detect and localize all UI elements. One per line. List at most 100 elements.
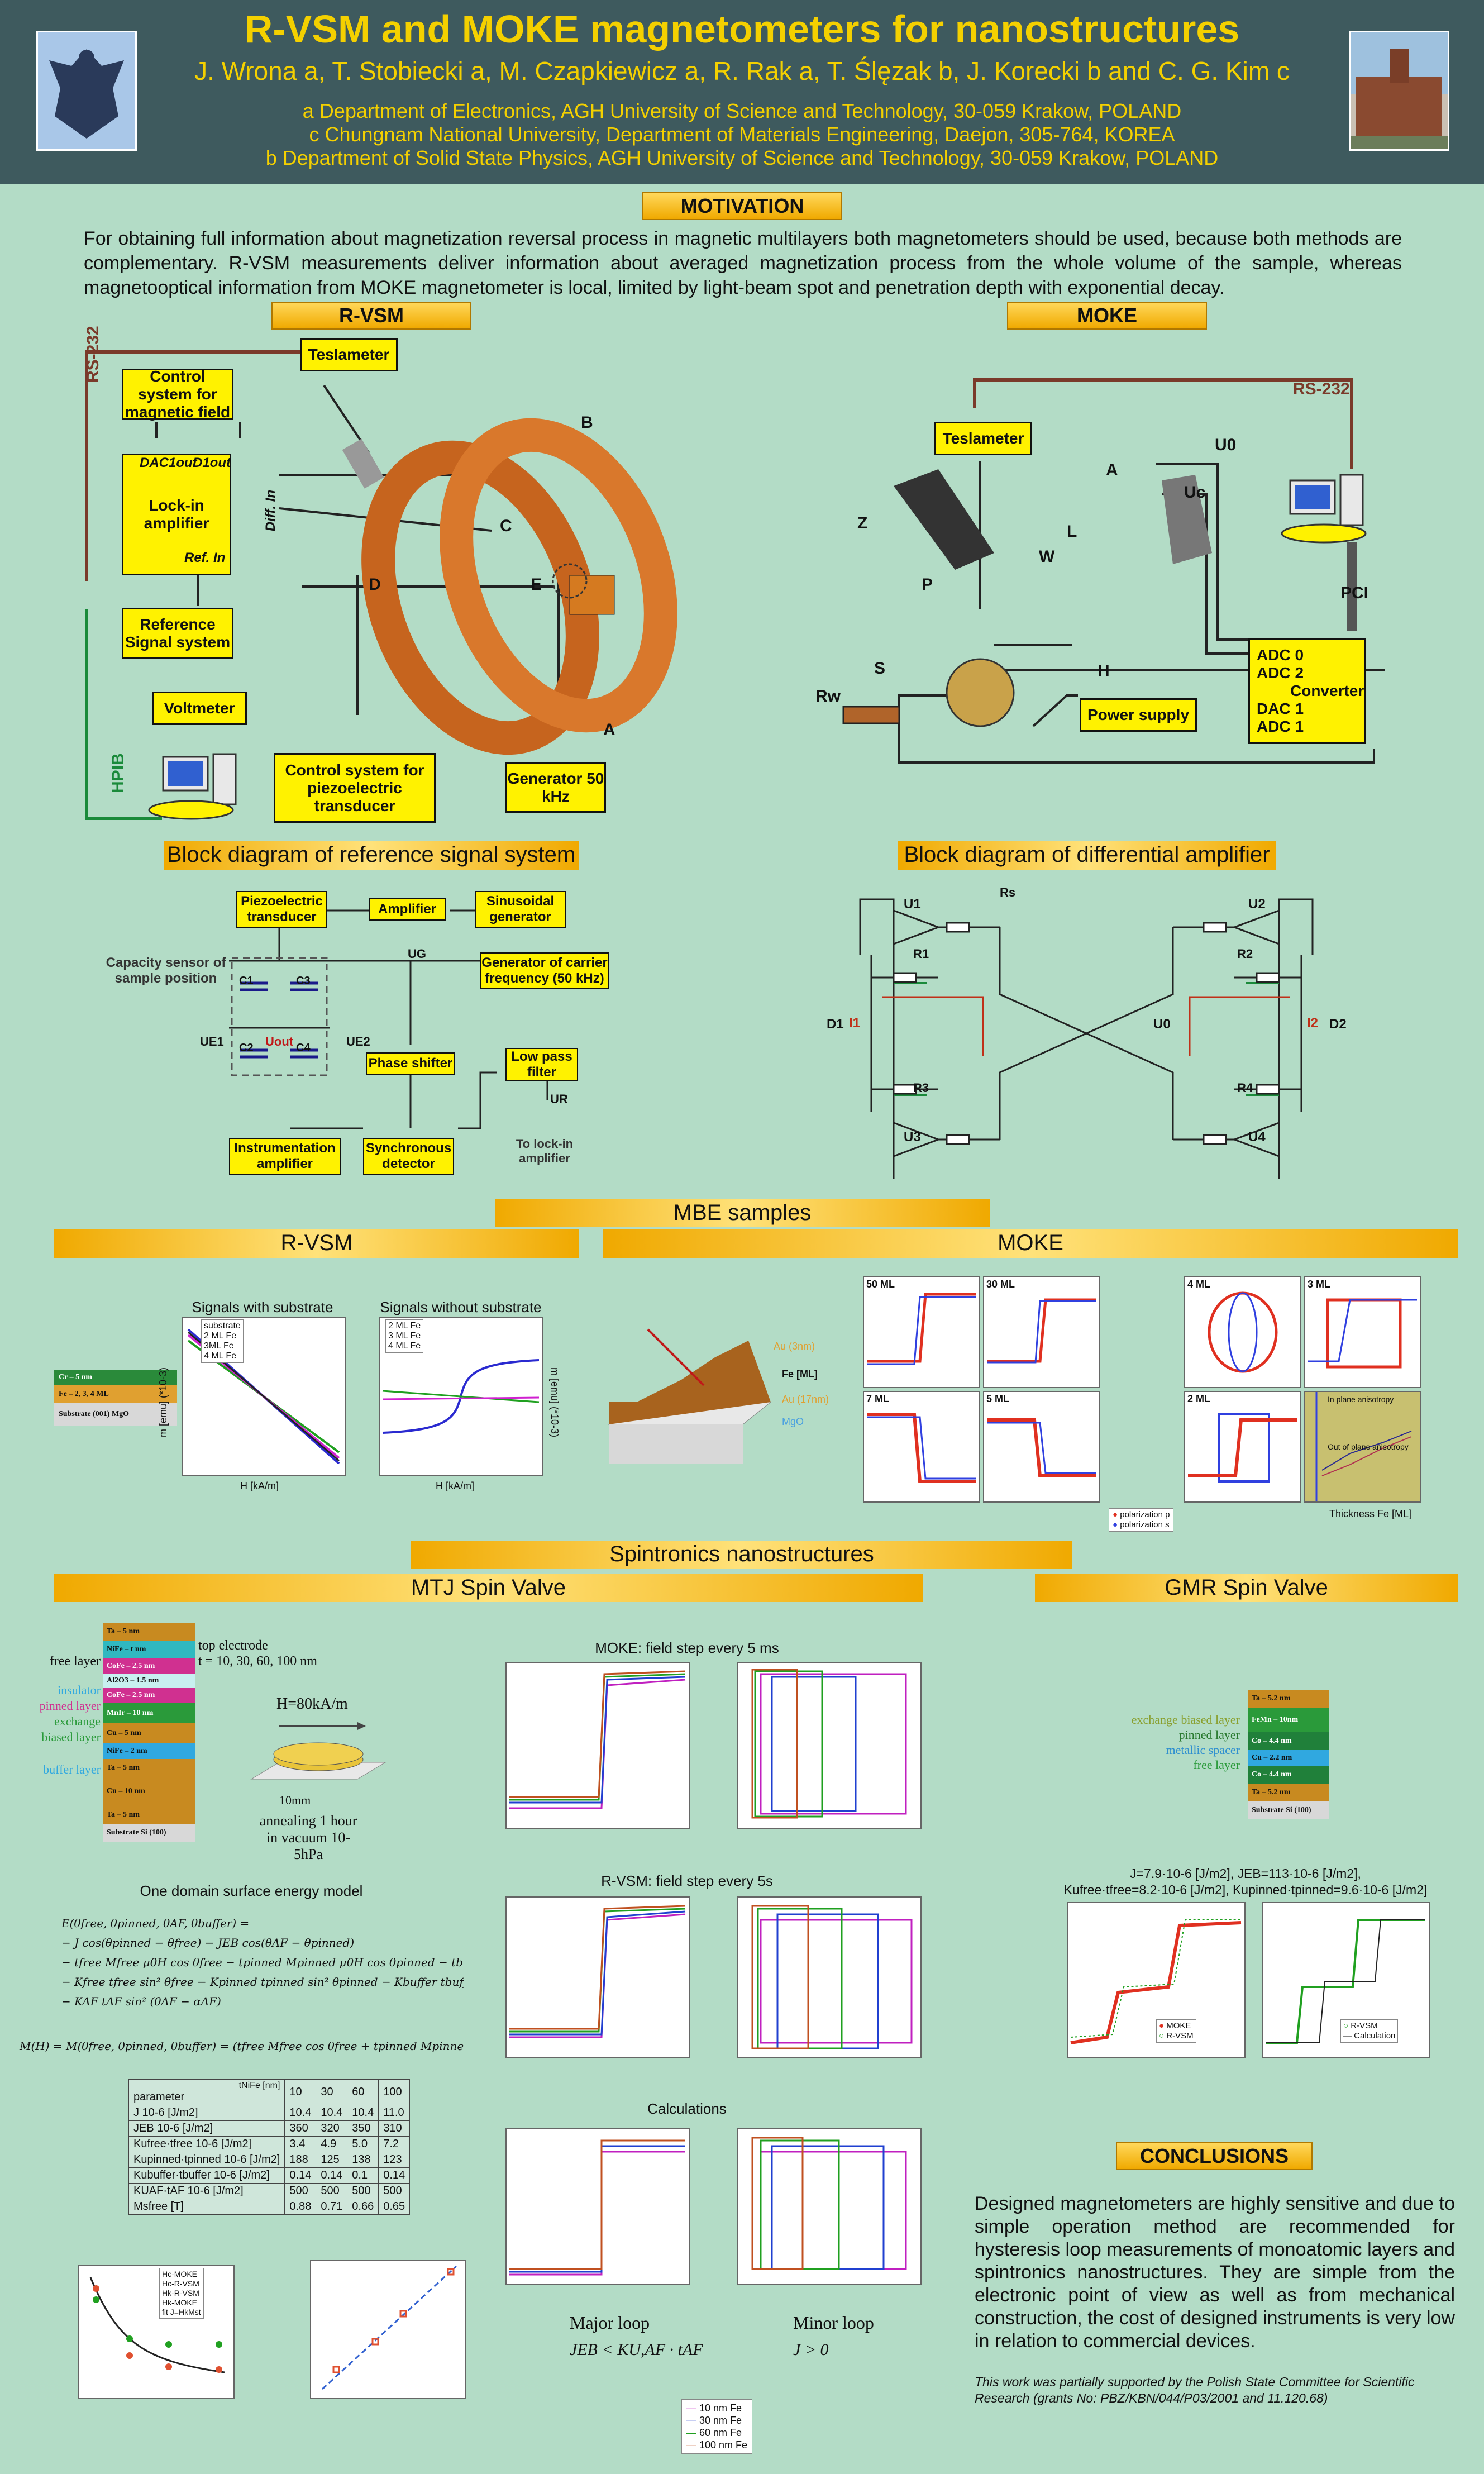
mtj-layer-ta-bottom: Ta – 5 nm [103,1806,195,1824]
thickness-note: t = 10, 30, 60, 100 nm [198,1654,317,1669]
thickness-axis-label: Thickness Fe [ML] [1329,1508,1412,1519]
mtj-layer-ta-mid: Ta – 5 nm [103,1759,195,1777]
gmr-layer-co-free: Co – 4.4 nm [1248,1766,1329,1784]
legend-30nm: ― 30 nm Fe [686,2415,742,2426]
energy-model-title: One domain surface energy model [140,1882,363,1899]
label-e: E [531,575,542,594]
sinusoidal-generator-box: Sinusoidal generator [475,891,566,928]
legend2-3ml: 3 ML Fe [388,1331,421,1341]
moke-panel-50ml: 50 ML [863,1276,980,1388]
mtj-layer-cofe-top: CoFe – 2.5 nm [103,1658,195,1674]
differential-amplifier-diagram [859,898,1314,1179]
lockin-label: Lock-in amplifier [144,497,209,532]
instrumentation-amplifier-box: Instrumentation amplifier [229,1138,341,1175]
d1out-label: D1out [193,455,231,470]
parameter-table: tNiFe [nm]parameter 10 30 60 100 J 10-6 … [128,2079,411,2215]
c3-label: C3 [296,975,311,987]
affiliation-a: a Department of Electronics, AGH Univers… [302,99,1182,122]
moke-wiring [842,378,1385,764]
r3-label: R3 [913,1081,929,1095]
table-col-10: 10 [284,2079,317,2105]
hsat-vs-dmax-chart [310,2260,466,2399]
mtj-calc-minor-loop [737,2128,922,2285]
dac-label: DAC1out [140,455,197,470]
u0-label: U0 [1215,436,1237,454]
panel-5ml-label: 5 ML [986,1393,1010,1404]
mtj-layer-mnir: MnIr – 10 nm [103,1703,195,1723]
label-a: A [603,721,615,739]
legend-100nm: ― 100 nm Fe [686,2439,748,2451]
label-d: D [369,575,381,594]
moke-panel-5ml: 5 ML [983,1391,1100,1503]
table-col-100: 100 [378,2079,411,2105]
svg-text:M(H) = M(θfree, θpinned, θbuff: M(H) = M(θfree, θpinned, θbuffer) = (tfr… [19,2039,464,2053]
u1-label: U1 [904,897,921,912]
stack-layer-cr: Cr – 5 nm [54,1370,177,1385]
poster-title: R-VSM and MOKE magnetometers for nanostr… [244,7,1240,51]
legend-hk-moke: Hk-MOKE [162,2298,197,2307]
ue2-label: UE2 [346,1035,370,1048]
motivation-heading: MOTIVATION [642,192,842,220]
affiliation-c: c Chungnam National University, Departme… [309,123,1175,146]
gmr-layer-co-pinned: Co – 4.4 nm [1248,1732,1329,1750]
panel-2ml-label: 2 ML [1187,1393,1211,1404]
gmr-heading: GMR Spin Valve [1035,1574,1458,1602]
conclusions-heading: CONCLUSIONS [1116,2142,1313,2170]
legend-gmr-moke: ● MOKE [1159,2021,1191,2030]
chart2-title: Signals without substrate [380,1299,542,1315]
rvsm-heading: R-VSM [271,302,471,330]
carrier-generator-box: Generator of carrier frequency (50 kHz) [480,952,609,989]
moke-heading: MOKE [1007,302,1207,330]
wedge-mgo: MgO [782,1416,804,1427]
stack-layer-substrate: Substrate (001) MgO [54,1403,177,1426]
label-c: C [500,517,512,535]
moke-computer-icon [1281,474,1367,544]
mtj-layer-cofe-bottom: CoFe – 2.5 nm [103,1688,195,1703]
wedge-au-top: Au (3nm) [774,1341,815,1352]
moke-label-w: W [1039,547,1055,566]
motivation-text: For obtaining full information about mag… [84,228,1402,298]
u3-label: U3 [904,1129,921,1145]
legend-gmr2-calc: ― Calculation [1343,2031,1396,2041]
mtj-layer-nife-buffer: NiFe – 2 nm [103,1743,195,1759]
gmr-params-line2: Kufree·tfree=8.2·10-6 [J/m2], Kupinned·t… [1063,1882,1428,1897]
label-exchange-biased: exchange biased layer [41,1714,101,1744]
conclusions-text: Designed magnetometers are highly sensit… [975,2193,1455,2352]
acknowledgement-text: This work was partially supported by the… [975,2375,1415,2405]
mtj-layer-nife: NiFe – t nm [103,1641,195,1658]
moke-anisotropy-panel: In plane anisotropy Out of plane anisotr… [1304,1391,1421,1503]
chart2-ylabel: m [emu] (*10-3) [549,1367,561,1438]
moke-panel-2ml: 2 ML [1184,1391,1301,1503]
hc-hk-vs-thickness-chart [78,2265,235,2399]
legend-10nm: ― 10 nm Fe [686,2403,742,2414]
major-loop-label: Major loop [570,2313,650,2333]
uc-label: Uc [1184,483,1206,502]
mtj-sample-illustration [250,1722,386,1780]
svg-text:− tfree Mfree μ0H cos θfree −: − tfree Mfree μ0H cos θfree − tpinned Mp… [61,1956,464,1969]
legend2-4ml: 4 ML Fe [388,1341,421,1351]
mtj-layer-substrate: Substrate Si (100) [103,1824,195,1842]
gmr-params-line1: J=7.9·10-6 [J/m2], JEB=113·10-6 [J/m2], [1130,1866,1361,1881]
mtj-rvsm-minor-loop [737,1896,922,2058]
legend2-2ml: 2 ML Fe [388,1321,421,1331]
affiliation-b: b Department of Solid State Physics, AGH… [265,146,1219,169]
i1-label: I1 [849,1016,861,1031]
mtj-layer-alox: Al2O3 – 1.5 nm [103,1674,195,1688]
c2-label: C2 [239,1042,254,1054]
legend-hk-rvsm: Hk-R-VSM [162,2289,199,2297]
piezo-control-box: Control system for piezoelectric transdu… [274,753,436,823]
chart1-title: Signals with substrate [192,1299,333,1315]
legend-polarization-p: ● polarization p [1113,1510,1170,1519]
rvsm-rs232-label: RS-232 [84,326,102,383]
gmr-stack: Ta – 5.2 nm FeMn – 10nm Co – 4.4 nm Cu –… [1248,1690,1329,1819]
legend-substrate: substrate [204,1321,241,1331]
legend-gmr2-rvsm: ○ R-VSM [1343,2021,1378,2030]
moke-label-rw: Rw [815,687,841,706]
label-free-layer: free layer [49,1654,101,1669]
r4-label: R4 [1237,1081,1253,1095]
pci-label: PCI [1340,584,1369,602]
d1-label: D1 [827,1017,844,1032]
mtj-rvsm-major-loop [505,1896,690,2058]
